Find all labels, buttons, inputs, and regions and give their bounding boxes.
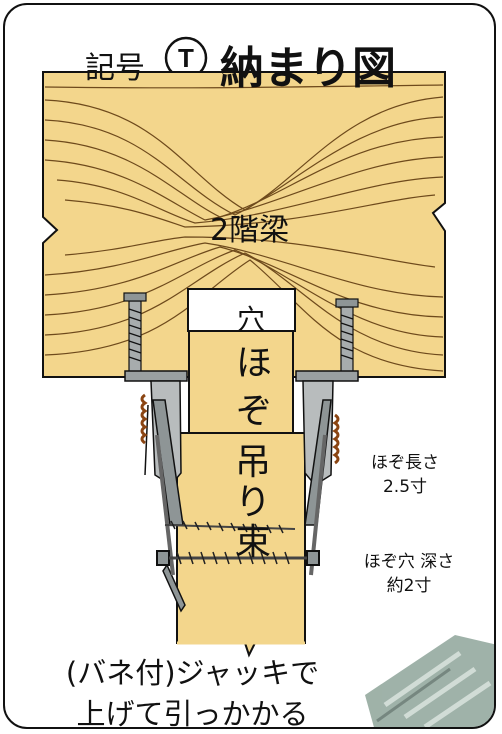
cross-screw-lower (156, 550, 320, 566)
title-prefix: 記号 (85, 51, 145, 86)
caption: (バネ付)ジャッキで 上げて引っかかる (25, 653, 360, 729)
bracket-right (295, 370, 359, 576)
page-title: 納まり図 (220, 43, 396, 94)
tenon-length-value: 2.5寸 (382, 477, 428, 497)
bracket-left (124, 370, 188, 613)
post-label: 吊り束 (234, 442, 271, 563)
tenon (188, 330, 294, 434)
hole-depth-value: 約2寸 (386, 576, 432, 596)
diagram-frame: T (3, 3, 496, 729)
tenon-label: ほぞ (236, 343, 273, 432)
hole-label: 穴 (237, 303, 266, 336)
joint-diagram: T (42, 36, 494, 727)
symbol-circle: T (164, 36, 208, 80)
mortise-hole (187, 288, 296, 332)
hole-depth-note: ほぞ穴 深さ 約2寸 (342, 550, 476, 598)
cross-screw-upper (164, 520, 296, 534)
beam-label: 2階梁 (210, 213, 290, 248)
caption-line-2: 上げて引っかかる (76, 697, 309, 729)
hardware-photo (365, 635, 494, 727)
tenon-length-note: ほぞ長さ 2.5寸 (349, 451, 461, 499)
hole-depth-label: ほぞ穴 深さ (363, 552, 455, 572)
caption-line-1: (バネ付)ジャッキで (65, 656, 320, 690)
symbol-letter: T (178, 43, 194, 73)
tenon-length-label: ほぞ長さ (371, 453, 439, 473)
screw-right (335, 298, 359, 376)
